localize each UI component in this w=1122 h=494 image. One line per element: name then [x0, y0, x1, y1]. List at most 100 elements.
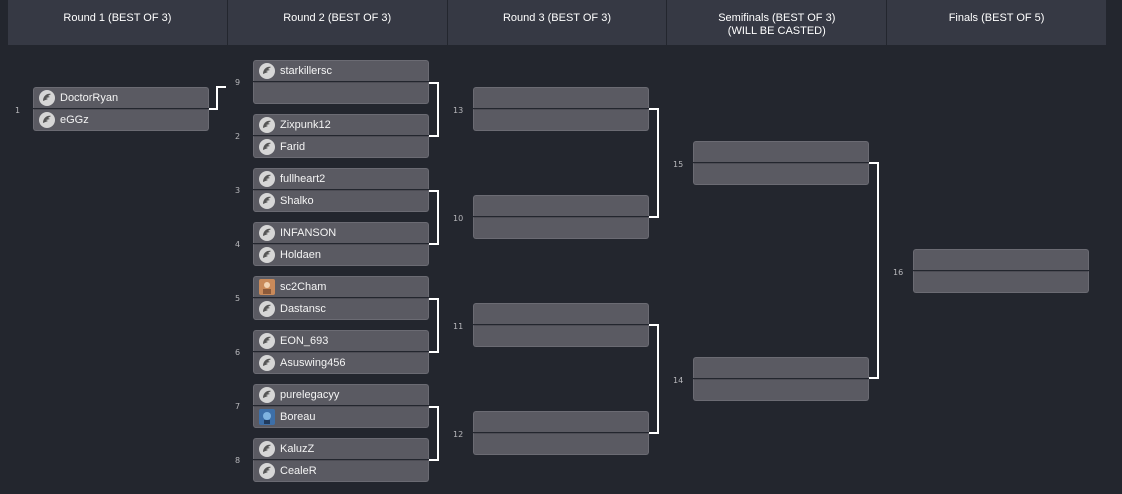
match-16[interactable] [913, 249, 1089, 293]
player-slot-empty[interactable] [473, 217, 649, 239]
protoss-emblem-icon [39, 112, 55, 128]
match-number: 10 [453, 214, 464, 223]
match-6[interactable]: EON_693 Asuswing456 [253, 330, 429, 374]
match-9[interactable]: starkillersc [253, 60, 429, 104]
match-15[interactable] [693, 141, 869, 185]
player-slot-empty[interactable] [473, 325, 649, 347]
protoss-emblem-icon [259, 117, 275, 133]
player-slot-empty[interactable] [913, 271, 1089, 293]
match-number: 1 [15, 106, 21, 115]
player-slot[interactable]: DoctorRyan [33, 87, 209, 108]
match-4[interactable]: INFANSON Holdaen [253, 222, 429, 266]
match-1[interactable]: DoctorRyan eGGz [33, 87, 209, 131]
match-number: 4 [235, 240, 241, 249]
match-8[interactable]: KaluzZ CealeR [253, 438, 429, 482]
bracket-connector [437, 82, 439, 137]
bracket-connector [649, 108, 659, 110]
player-slot[interactable]: purelegacyy [253, 384, 429, 405]
match-number: 7 [235, 402, 241, 411]
player-name: Farid [280, 141, 306, 153]
bracket-connector [649, 216, 659, 218]
player-slot-empty[interactable] [913, 249, 1089, 270]
protoss-emblem-icon [259, 333, 275, 349]
player-name: Boreau [280, 411, 316, 423]
player-name: purelegacyy [280, 389, 340, 401]
round-header-1: Round 1 (BEST OF 3) [8, 0, 228, 45]
match-10[interactable] [473, 195, 649, 239]
match-number: 14 [673, 376, 684, 385]
player-photo-avatar [259, 409, 275, 425]
player-slot[interactable]: sc2Cham [253, 276, 429, 297]
match-number: 12 [453, 430, 464, 439]
bracket-connector [437, 190, 439, 245]
round-header-4: Semifinals (BEST OF 3) (WILL BE CASTED) [667, 0, 888, 45]
player-slot[interactable]: Dastansc [253, 298, 429, 320]
bracket-connector [877, 162, 879, 379]
player-slot[interactable]: Farid [253, 136, 429, 158]
player-slot-empty[interactable] [253, 82, 429, 104]
match-12[interactable] [473, 411, 649, 455]
player-slot[interactable]: Boreau [253, 406, 429, 428]
round-header-5: Finals (BEST OF 5) [887, 0, 1106, 45]
player-slot[interactable]: Asuswing456 [253, 352, 429, 374]
player-slot-empty[interactable] [473, 411, 649, 432]
bracket-connector [429, 459, 439, 461]
player-slot-empty[interactable] [473, 109, 649, 131]
player-slot-empty[interactable] [693, 163, 869, 185]
player-slot[interactable]: Shalko [253, 190, 429, 212]
player-name: Asuswing456 [280, 357, 346, 369]
protoss-emblem-icon [259, 441, 275, 457]
bracket-connector [869, 377, 879, 379]
player-name: CealeR [280, 465, 317, 477]
round-header-3: Round 3 (BEST OF 3) [447, 0, 668, 45]
bracket-connector [649, 432, 659, 434]
player-name: fullheart2 [280, 173, 326, 185]
player-photo-avatar [259, 279, 275, 295]
player-name: eGGz [60, 114, 89, 126]
player-slot[interactable]: eGGz [33, 109, 209, 131]
player-slot[interactable]: fullheart2 [253, 168, 429, 189]
protoss-emblem-icon [259, 193, 275, 209]
player-slot-empty[interactable] [473, 433, 649, 455]
player-slot[interactable]: INFANSON [253, 222, 429, 243]
protoss-emblem-icon [259, 463, 275, 479]
round-title: Finals (BEST OF 5) [948, 12, 1045, 24]
bracket-connector [649, 324, 659, 326]
match-5[interactable]: sc2Cham Dastansc [253, 276, 429, 320]
match-3[interactable]: fullheart2 Shalko [253, 168, 429, 212]
player-slot[interactable]: Holdaen [253, 244, 429, 266]
round-title: Round 2 (BEST OF 3) [283, 12, 392, 24]
bracket-connector [216, 86, 226, 88]
player-name: DoctorRyan [60, 92, 119, 104]
protoss-emblem-icon [259, 301, 275, 317]
match-7[interactable]: purelegacyy Boreau [253, 384, 429, 428]
player-slot[interactable]: starkillersc [253, 60, 429, 81]
player-name: Holdaen [280, 249, 321, 261]
match-14[interactable] [693, 357, 869, 401]
player-slot[interactable]: CealeR [253, 460, 429, 482]
player-slot-empty[interactable] [693, 357, 869, 378]
player-slot-empty[interactable] [473, 87, 649, 108]
match-11[interactable] [473, 303, 649, 347]
player-slot-empty[interactable] [693, 379, 869, 401]
match-2[interactable]: Zixpunk12 Farid [253, 114, 429, 158]
match-number: 13 [453, 106, 464, 115]
player-slot-empty[interactable] [693, 141, 869, 162]
bracket-connector [657, 108, 659, 218]
match-number: 6 [235, 348, 241, 357]
player-slot-empty[interactable] [473, 303, 649, 324]
player-slot[interactable]: EON_693 [253, 330, 429, 351]
protoss-emblem-icon [259, 387, 275, 403]
match-13[interactable] [473, 87, 649, 131]
bracket-connector [429, 298, 439, 300]
player-slot[interactable]: KaluzZ [253, 438, 429, 459]
round-subtitle: (WILL BE CASTED) [727, 25, 826, 37]
bracket-connector [437, 406, 439, 461]
protoss-emblem-icon [39, 90, 55, 106]
bracket-connector [429, 190, 439, 192]
round-title: Round 1 (BEST OF 3) [63, 12, 172, 24]
player-slot[interactable]: Zixpunk12 [253, 114, 429, 135]
bracket-connector [429, 351, 439, 353]
bracket-connector [209, 108, 218, 110]
player-slot-empty[interactable] [473, 195, 649, 216]
